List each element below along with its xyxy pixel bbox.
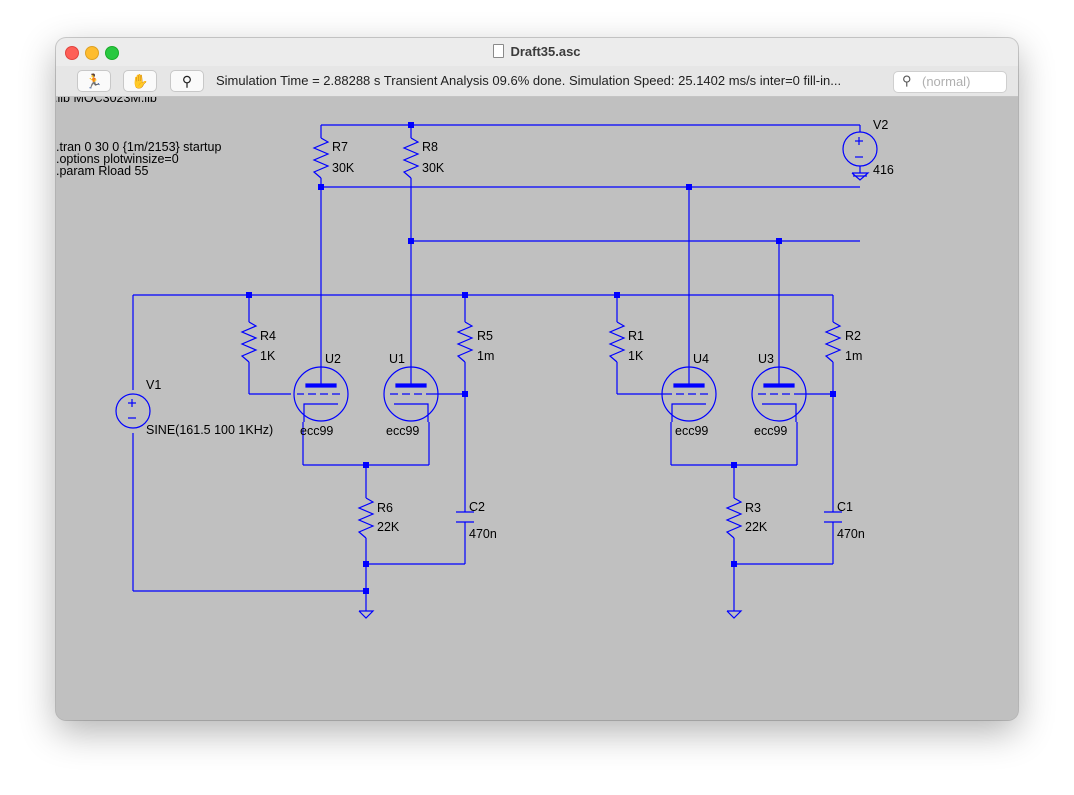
directive-tran[interactable]: .tran 0 30 0 {1m/2153} startup: [56, 140, 221, 154]
label-U3-value: ecc99: [754, 424, 787, 438]
simulation-status: Simulation Time = 2.88288 s Transient An…: [216, 73, 842, 88]
label-R8-name: R8: [422, 140, 438, 154]
resistor-R4[interactable]: [240, 321, 258, 363]
voltage-source-V2[interactable]: [842, 131, 878, 181]
label-R5-value: 1m: [477, 349, 494, 363]
ground-right: [726, 607, 743, 619]
hand-icon: ✋: [131, 73, 149, 89]
label-R4-value: 1K: [260, 349, 276, 363]
label-R3-name: R3: [745, 501, 761, 515]
directive-options[interactable]: .options plotwinsize=0: [56, 152, 179, 166]
label-R4-name: R4: [260, 329, 276, 343]
label-R7-value: 30K: [332, 161, 355, 175]
label-V2-value: 416: [873, 163, 894, 177]
tube-U3[interactable]: [751, 366, 807, 422]
search-input[interactable]: [922, 74, 1002, 89]
minimize-window-button[interactable]: [85, 46, 99, 60]
voltage-source-V1[interactable]: [115, 393, 151, 429]
resistor-R2[interactable]: [824, 321, 842, 363]
resistor-R6[interactable]: [357, 497, 375, 539]
label-R6-value: 22K: [377, 520, 400, 534]
capacitor-C2[interactable]: [456, 511, 474, 523]
label-V1-name: V1: [146, 378, 161, 392]
label-R8-value: 30K: [422, 161, 445, 175]
probe-icon: ⚲: [181, 73, 193, 89]
label-U2-name: U2: [325, 352, 341, 366]
tube-U2[interactable]: [293, 366, 349, 422]
search-icon: ⚲: [902, 73, 912, 88]
window-title: Draft35.asc: [56, 44, 1018, 59]
label-R2-value: 1m: [845, 349, 862, 363]
tube-U1[interactable]: [383, 366, 439, 422]
schematic-canvas[interactable]: .lib MOC3023M.lib .tran 0 30 0 {1m/2153}…: [56, 97, 1018, 720]
tube-U4[interactable]: [659, 366, 717, 422]
ground-left: [358, 607, 375, 619]
label-R2-name: R2: [845, 329, 861, 343]
resistor-R1[interactable]: [608, 321, 626, 363]
label-R6-name: R6: [377, 501, 393, 515]
label-C2-value: 470n: [469, 527, 497, 541]
label-U2-value: ecc99: [300, 424, 333, 438]
directive-lib[interactable]: .lib MOC3023M.lib: [56, 97, 157, 105]
capacitor-C1[interactable]: [824, 511, 842, 523]
probe-button[interactable]: ⚲: [170, 70, 204, 92]
resistor-R3[interactable]: [725, 497, 743, 539]
resistor-R7[interactable]: [312, 137, 330, 179]
label-U4-name: U4: [693, 352, 709, 366]
label-U3-name: U3: [758, 352, 774, 366]
pan-hand-button[interactable]: ✋: [123, 70, 157, 92]
close-window-button[interactable]: [65, 46, 79, 60]
directive-param[interactable]: .param Rload 55: [56, 164, 148, 178]
label-R3-value: 22K: [745, 520, 768, 534]
toolbar: 🏃 ✋ ⚲ Simulation Time = 2.88288 s Transi…: [56, 66, 1018, 97]
document-icon: [493, 44, 505, 58]
run-simulation-button[interactable]: 🏃: [77, 70, 111, 92]
window-title-text: Draft35.asc: [510, 44, 581, 59]
ltspice-window: Draft35.asc 🏃 ✋ ⚲ Simulation Time = 2.88…: [56, 38, 1018, 720]
zoom-window-button[interactable]: [105, 46, 119, 60]
label-U4-value: ecc99: [675, 424, 708, 438]
title-bar: Draft35.asc: [56, 38, 1018, 66]
label-R1-name: R1: [628, 329, 644, 343]
label-U1-name: U1: [389, 352, 405, 366]
junctions: [246, 122, 836, 594]
schematic-drawing: .lib MOC3023M.lib .tran 0 30 0 {1m/2153}…: [56, 97, 894, 619]
label-U1-value: ecc99: [386, 424, 419, 438]
search-box[interactable]: ⚲: [893, 71, 1007, 93]
label-C2-name: C2: [469, 500, 485, 514]
label-V1-value: SINE(161.5 100 1KHz): [146, 423, 273, 437]
label-R1-value: 1K: [628, 349, 644, 363]
label-R7-name: R7: [332, 140, 348, 154]
label-C1-value: 470n: [837, 527, 865, 541]
label-V2-name: V2: [873, 118, 888, 132]
resistor-R5[interactable]: [456, 321, 474, 363]
label-R5-name: R5: [477, 329, 493, 343]
running-man-icon: 🏃: [85, 73, 103, 89]
label-C1-name: C1: [837, 500, 853, 514]
resistor-R8[interactable]: [402, 137, 420, 179]
